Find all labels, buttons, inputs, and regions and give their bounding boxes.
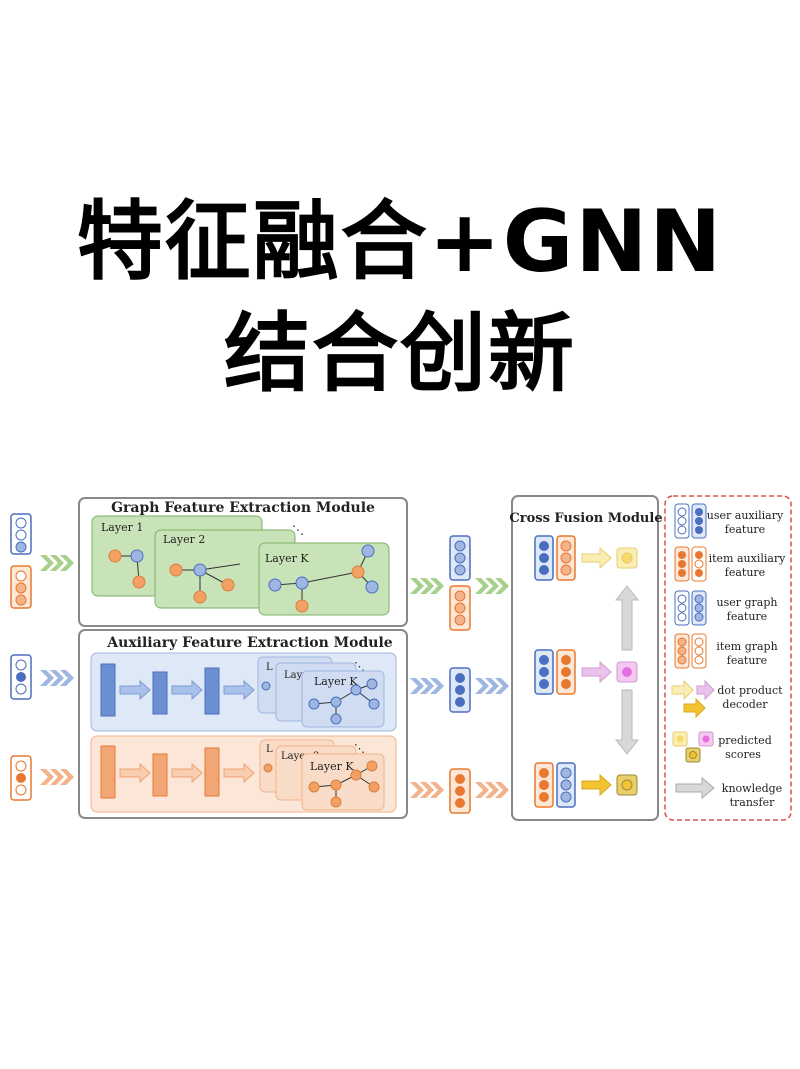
legend-predicted-scores-line2: scores xyxy=(725,748,761,761)
legend-user-graph-line2: feature xyxy=(727,610,767,623)
aux-feature-module: Auxiliary Feature Extraction Module L La… xyxy=(78,629,408,819)
legend-user-aux: user auxiliary feature xyxy=(674,503,784,539)
legend-dot-product: dot product decoder xyxy=(671,679,783,719)
aux-orange-layer-1-label: L xyxy=(266,744,273,755)
chevrons-item-aux-out xyxy=(410,782,509,798)
user-graph-feature-vector xyxy=(449,535,471,581)
chevrons-item-aux-in xyxy=(40,769,74,785)
aux-orange-dots: ⋱ xyxy=(354,742,365,755)
legend-item-aux: item auxiliary feature xyxy=(674,546,787,582)
chevrons-graph-out xyxy=(410,578,509,594)
legend-dot-product-line1: dot product xyxy=(717,684,783,697)
legend-item-graph: item graph feature xyxy=(674,633,778,669)
legend-dot-product-line2: decoder xyxy=(722,698,768,711)
aux-blue-layer-k-label: Layer K xyxy=(314,675,358,688)
legend-user-aux-line2: feature xyxy=(725,523,765,536)
legend-predicted-scores-line1: predicted xyxy=(718,734,772,747)
legend: user auxiliary feature item auxiliary fe… xyxy=(664,495,792,821)
cross-fusion-module: Cross Fusion Module xyxy=(509,495,663,821)
aux-orange-layer-k-label: Layer K xyxy=(310,760,354,773)
legend-user-graph: user graph feature xyxy=(674,590,778,626)
aux-module-title: Auxiliary Feature Extraction Module xyxy=(106,635,393,651)
layer-1-label: Layer 1 xyxy=(101,521,143,534)
layer-dots: ⋱ xyxy=(292,523,304,537)
input-item-aux xyxy=(10,755,32,801)
legend-item-graph-line2: feature xyxy=(727,654,767,667)
graph-feature-module: Graph Feature Extraction Module Layer 1 … xyxy=(78,497,408,627)
aux-blue-layer-1-label: L xyxy=(266,662,273,673)
legend-item-aux-line2: feature xyxy=(725,566,765,579)
chevrons-graph-in xyxy=(40,555,74,571)
graph-module-title: Graph Feature Extraction Module xyxy=(111,500,375,516)
aux-blue-dots: ⋱ xyxy=(354,660,365,673)
input-user-aux xyxy=(10,654,32,700)
input-graph-features xyxy=(10,513,32,609)
legend-predicted-scores: predicted scores xyxy=(672,731,772,763)
chevrons-user-aux-out xyxy=(410,678,509,694)
item-graph-feature-vector xyxy=(449,585,471,631)
item-aux-feature-vector xyxy=(449,768,471,814)
aux-orange-layer-2-label: Layer 2 xyxy=(281,751,320,762)
legend-item-graph-line1: item graph xyxy=(716,640,777,653)
headline-line-1: 特征融合+GNN xyxy=(76,192,724,292)
legend-knowledge-transfer-line1: knowledge xyxy=(722,782,782,795)
legend-knowledge-transfer-line2: transfer xyxy=(730,796,776,809)
layer-2-label: Layer 2 xyxy=(163,533,205,546)
layer-k-label: Layer K xyxy=(265,552,309,565)
model-diagram: Graph Feature Extraction Module Layer 1 … xyxy=(10,495,792,821)
legend-user-aux-line1: user auxiliary xyxy=(707,509,784,522)
legend-user-graph-line1: user graph xyxy=(717,596,778,609)
legend-knowledge-transfer: knowledge transfer xyxy=(675,776,782,809)
user-aux-feature-vector xyxy=(449,667,471,713)
fusion-module-title: Cross Fusion Module xyxy=(509,511,662,526)
headline-line-2: 结合创新 xyxy=(224,304,576,404)
chevrons-user-aux-in xyxy=(40,670,74,686)
legend-item-aux-line1: item auxiliary xyxy=(709,552,787,565)
